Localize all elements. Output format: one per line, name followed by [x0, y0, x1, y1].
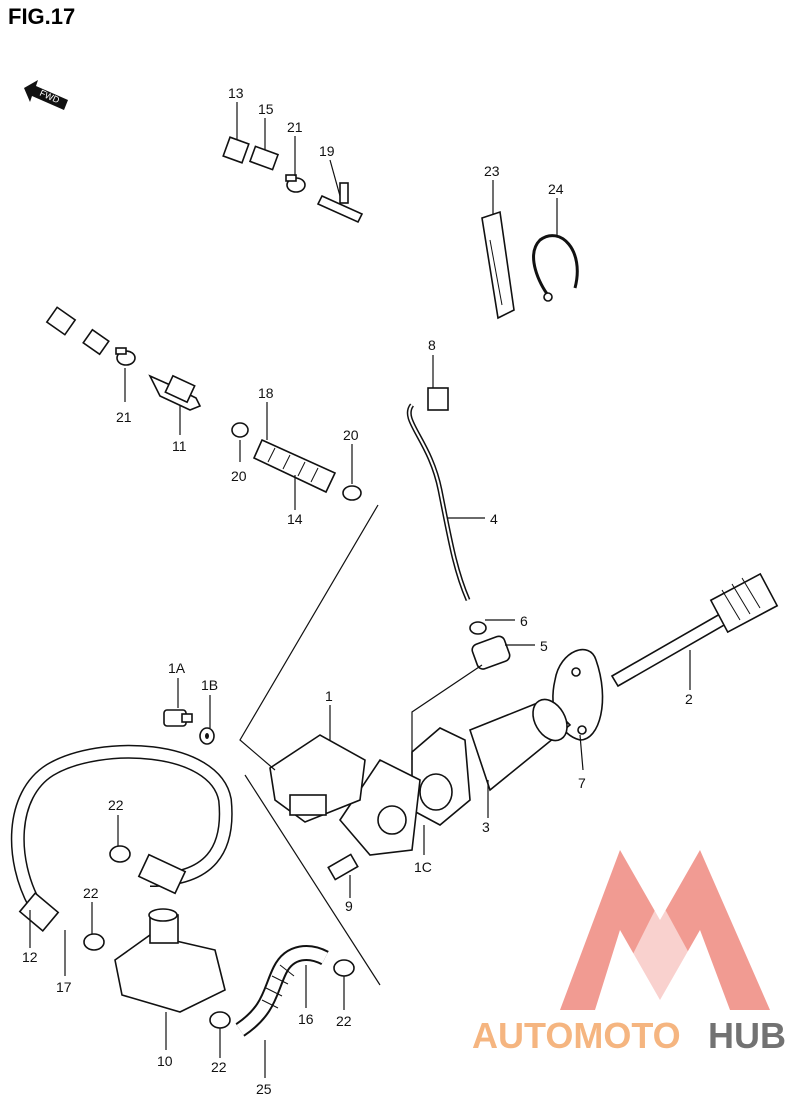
- washer-1b: [199, 727, 215, 745]
- callout-18: 18: [258, 385, 274, 401]
- callout-11: 11: [172, 438, 187, 454]
- hose-25-16: [235, 945, 329, 1037]
- callout-10: 10: [157, 1053, 173, 1069]
- callout-15: 15: [258, 101, 274, 117]
- callout-1b: 1B: [201, 677, 218, 693]
- hose-clip-23: [481, 210, 515, 320]
- brand-part1: AUTOMOTO: [472, 1015, 681, 1056]
- callout-20-a: 20: [231, 468, 247, 484]
- hose-14: [252, 438, 337, 494]
- callout-8: 8: [428, 337, 436, 353]
- callout-21-left: 21: [116, 409, 132, 425]
- callouts: 13 15 21 19 23 24 21 11 20 18 20 14 8 4 …: [22, 85, 693, 1097]
- pump-assembly-1: [269, 698, 572, 856]
- callout-24: 24: [548, 181, 564, 197]
- fuel-cock-10: [114, 908, 226, 1013]
- brand-part2: HUB: [708, 1015, 786, 1056]
- callout-3: 3: [482, 819, 490, 835]
- callout-21: 21: [287, 119, 303, 135]
- callout-20-b: 20: [343, 427, 359, 443]
- leader-lines: [29, 102, 691, 1078]
- callout-14: 14: [287, 511, 303, 527]
- fwd-arrow-icon: FWD: [24, 80, 68, 110]
- callout-19: 19: [319, 143, 335, 159]
- clamp-22-d: [333, 959, 355, 977]
- clamp-20-a: [231, 422, 249, 438]
- bolt-1a: [163, 709, 193, 727]
- callout-23: 23: [484, 163, 500, 179]
- callout-12: 12: [22, 949, 38, 965]
- fuel-hose-13: [37, 124, 280, 356]
- callout-13: 13: [228, 85, 244, 101]
- figure-title: FIG.17: [8, 4, 75, 29]
- clamp-22-b: [83, 933, 105, 951]
- callout-5: 5: [540, 638, 548, 654]
- callout-22-b: 22: [83, 885, 99, 901]
- callout-1a: 1A: [168, 660, 186, 676]
- clamp-22-a: [109, 845, 131, 863]
- callout-22-c: 22: [211, 1059, 227, 1075]
- callout-2: 2: [685, 691, 693, 707]
- callout-1: 1: [325, 688, 333, 704]
- callout-9: 9: [345, 898, 353, 914]
- shaft-2: [610, 572, 779, 688]
- callout-25: 25: [256, 1081, 272, 1097]
- watermark-logo: AUTOMOTO HUB: [472, 850, 786, 1056]
- cable-4: [406, 387, 471, 601]
- clamp-22-c: [209, 1011, 231, 1029]
- bolt-9: [327, 853, 359, 881]
- clip-6: [469, 621, 487, 635]
- callout-4: 4: [490, 511, 498, 527]
- holder-5: [471, 635, 511, 670]
- fuel-filter-11: [148, 374, 202, 411]
- callout-7: 7: [578, 775, 586, 791]
- clamp-21-left: [115, 347, 136, 366]
- spring-clip-24: [532, 234, 579, 302]
- callout-16: 16: [298, 1011, 314, 1027]
- callout-22-a: 22: [108, 797, 124, 813]
- clamp-20-b: [342, 485, 362, 501]
- t-joint-19: [316, 182, 364, 224]
- callout-17: 17: [56, 979, 72, 995]
- callout-6: 6: [520, 613, 528, 629]
- callout-1c: 1C: [414, 859, 432, 875]
- hose-12-17: [10, 744, 233, 932]
- callout-22-d: 22: [336, 1013, 352, 1029]
- clamp-21-top: [285, 174, 306, 193]
